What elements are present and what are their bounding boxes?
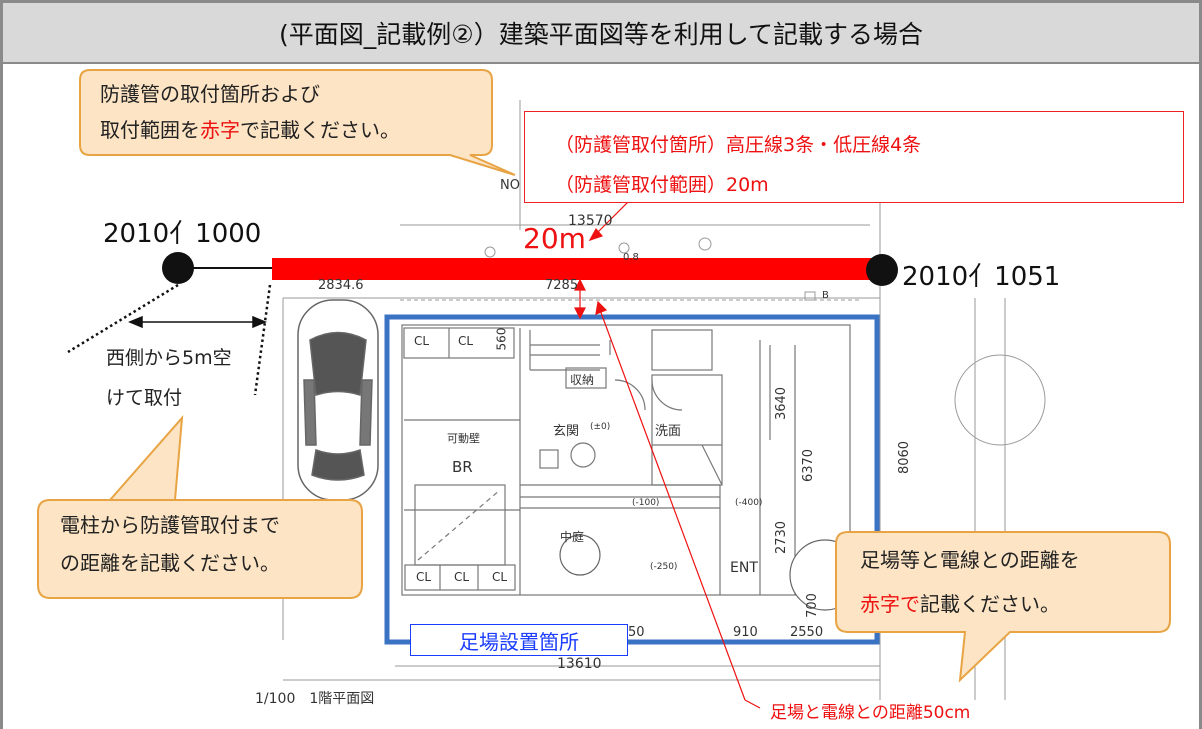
scale-label: 1/100 1階平面図 (255, 691, 375, 707)
protective-tube-info-box: （防護管取付箇所）高圧線3条・低圧線4条 （防護管取付範囲）20m (524, 111, 1184, 203)
cl-label-5: CL (492, 570, 508, 584)
dim-top: 13570 (568, 213, 613, 229)
cl-label-2: CL (458, 334, 474, 348)
entrance-label: 玄関 (553, 424, 580, 439)
ent-label: ENT (730, 560, 758, 576)
west-distance-arrow (128, 315, 267, 329)
cl-label-3: CL (416, 570, 432, 584)
callout-bottom-right-line1: 足場等と電線との距離を (860, 548, 1080, 572)
dim-6370: 6370 (801, 448, 817, 483)
zero-mark: 0.8 (623, 252, 639, 263)
courtyard-label: 中庭 (560, 530, 585, 544)
page-title-text: (平面図_記載例②）建築平面図等を利用して記載する場合 (279, 19, 923, 49)
pole-left-marker (162, 252, 194, 284)
dim-560: 560 (494, 327, 509, 351)
level-100: (-100) (632, 498, 660, 508)
callout-top-left-shape (79, 69, 516, 176)
callout-bottom-left-line1: 電柱から防護管取付まで (60, 513, 280, 537)
callout-bottom-right-shape (835, 531, 1171, 683)
scaffold-label: 足場設置箇所 (410, 624, 628, 656)
callout-bottom-left-line2: の距離を記載ください。 (60, 551, 280, 575)
info-line-range: （防護管取付範囲）20m (555, 174, 769, 196)
entrance-level: (±0) (590, 422, 611, 432)
wash-label: 洗面 (655, 424, 682, 439)
dim-2730: 2730 (774, 520, 790, 555)
callout-bottom-left-shape (37, 415, 363, 599)
dim-3640: 3640 (774, 386, 790, 421)
level-250: (-250) (650, 562, 678, 572)
pole-right-label: 2010亻1051 (902, 262, 1061, 292)
north-label: NO (500, 178, 520, 193)
dim-8060: 8060 (897, 440, 913, 475)
dim-910: 910 (733, 625, 758, 640)
cl-label-4: CL (454, 570, 470, 584)
callout-bottom-right-line2: 赤字で記載ください。 (860, 592, 1060, 616)
page-title: (平面図_記載例②）建築平面図等を利用して記載する場合 (3, 3, 1199, 64)
pole-right-marker (866, 254, 898, 286)
dim-50: 50 (628, 625, 645, 640)
storage-label: 収納 (570, 373, 595, 387)
callout-top-left-line1: 防護管の取付箇所および (100, 82, 320, 106)
dim-2550: 2550 (790, 625, 824, 640)
car-drawing (297, 299, 379, 501)
west-distance-line1: 西側から5m空 (106, 347, 232, 369)
dim-a: 2834.6 (318, 278, 364, 293)
west-distance-line2: けて取付 (106, 387, 183, 409)
movable-wall-label: 可動壁 (447, 432, 480, 445)
level-400: (-400) (735, 498, 763, 508)
cl-label-1: CL (414, 334, 430, 348)
range-label: 20m (523, 222, 586, 255)
callout-top-left-line2: 取付範囲を赤字で記載ください。 (100, 118, 400, 142)
dim-700: 700 (804, 593, 820, 618)
scaffold-area-rect (384, 314, 880, 645)
b-mark: B (822, 290, 829, 301)
protective-tube-bar (272, 258, 884, 280)
info-line-location: （防護管取付箇所）高圧線3条・低圧線4条 (555, 134, 922, 156)
scaffold-distance-label: 足場と電線との距離50cm (770, 703, 971, 723)
dim-b: 7285 (545, 278, 579, 293)
dim-bottom: 13610 (557, 656, 602, 672)
pole-left-label: 2010亻1000 (103, 219, 262, 249)
br-label: BR (452, 458, 473, 476)
